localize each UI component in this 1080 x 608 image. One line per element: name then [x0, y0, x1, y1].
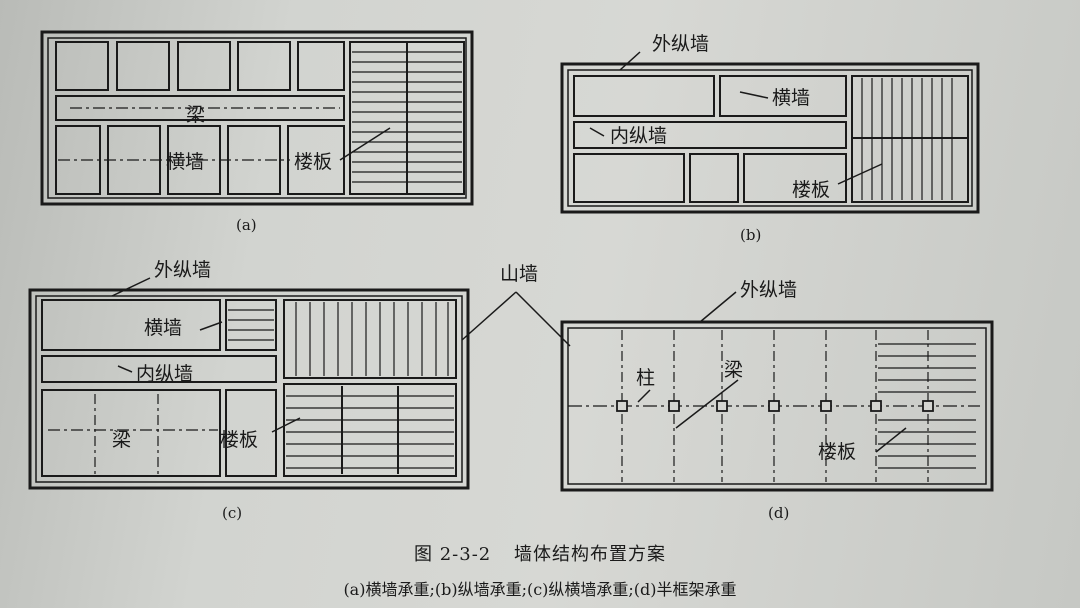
panel-c-outer-wall-label: 外纵墙 [154, 259, 211, 281]
panel-a-slab-label: 楼板 [294, 151, 332, 173]
panel-b-tag: (b) [740, 226, 761, 244]
figure-number: 图 2-3-2 [414, 544, 492, 565]
panel-a-cross-wall-label: 横墙 [166, 151, 204, 173]
panel-c-plan [28, 277, 470, 490]
panel-a-tag: (a) [236, 216, 257, 234]
panel-b-cross-wall-label: 横墙 [772, 87, 810, 109]
panel-d-tag: (d) [768, 504, 789, 522]
panel-c-cross-wall-label: 横墙 [144, 317, 182, 339]
panel-c-inner-wall-label: 内纵墙 [136, 363, 193, 385]
panel-b-outer-wall-label: 外纵墙 [652, 33, 709, 55]
gable-wall-leaders [461, 291, 571, 347]
panel-c-beam-label: 梁 [112, 429, 131, 451]
figure-title: 图 2-3-2 墙体结构布置方案 [0, 540, 1080, 566]
gable-wall-label: 山墙 [500, 263, 538, 285]
panel-b-plan [560, 51, 980, 214]
panel-b-inner-wall-label: 内纵墙 [610, 125, 667, 147]
panel-d-plan [560, 291, 994, 492]
panel-c-slab-label: 楼板 [220, 429, 258, 451]
panel-d-slab-label: 楼板 [818, 441, 856, 463]
panel-d-column-label: 柱 [636, 367, 655, 389]
panel-b-slab-label: 楼板 [792, 179, 830, 201]
figure-subtitle: (a)横墙承重;(b)纵墙承重;(c)纵横墙承重;(d)半框架承重 [343, 580, 737, 599]
panel-a-plan [40, 30, 474, 206]
panel-a-beam-label: 梁 [186, 104, 205, 126]
panel-d-outer-wall-label: 外纵墙 [740, 279, 797, 301]
panel-d-beam-label: 梁 [724, 359, 743, 381]
figure-title-text: 墙体结构布置方案 [513, 544, 666, 565]
panel-c-tag: (c) [222, 504, 242, 522]
